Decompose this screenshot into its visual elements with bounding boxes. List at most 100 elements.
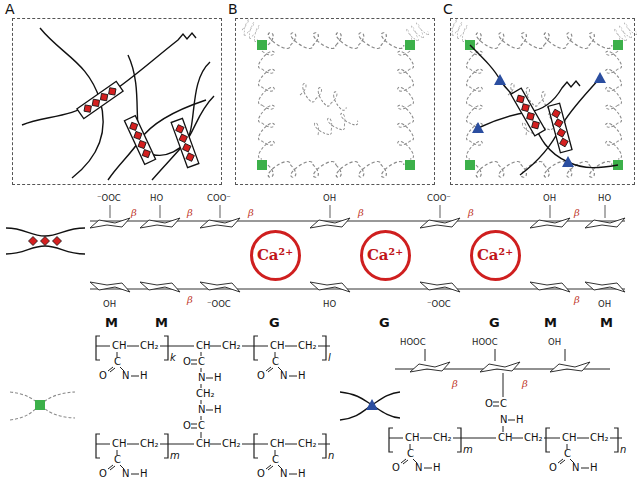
atom-label: CH bbox=[270, 340, 285, 352]
atom-label: O bbox=[99, 468, 107, 480]
beta-linkage: β bbox=[522, 378, 528, 390]
repeat-index: n bbox=[620, 444, 626, 456]
beta-linkage: β bbox=[452, 378, 458, 390]
beta-linkage: β bbox=[187, 294, 193, 306]
panel-letter: C bbox=[443, 1, 453, 17]
atom-label: C bbox=[272, 356, 279, 368]
repeat-index: k bbox=[170, 352, 176, 364]
calcium-ion: Ca²⁺ bbox=[360, 230, 411, 281]
atom-label: C bbox=[407, 448, 414, 460]
ion-label: Ca²⁺ bbox=[477, 246, 513, 264]
ion-label: Ca²⁺ bbox=[257, 246, 293, 264]
alginate-chain bbox=[90, 205, 625, 292]
repeat-index: l bbox=[328, 352, 331, 364]
atom-label: N bbox=[415, 462, 422, 474]
panel-letter: A bbox=[5, 1, 15, 17]
group-label: OH bbox=[543, 192, 556, 204]
beta-linkage: β bbox=[468, 207, 474, 219]
group-label: HOOC bbox=[400, 336, 426, 348]
block-label: M bbox=[600, 316, 613, 330]
atom-label: CH bbox=[562, 432, 577, 444]
crosslink-symbol bbox=[10, 392, 75, 420]
atom-label: CH bbox=[196, 340, 211, 352]
block-label: M bbox=[105, 316, 118, 330]
atom-label: C bbox=[114, 454, 121, 466]
atom-label: H bbox=[298, 370, 306, 382]
beta-linkage: β bbox=[187, 207, 193, 219]
hybrid-network bbox=[448, 19, 637, 177]
atom-label: H bbox=[140, 468, 148, 480]
beta-linkage: β bbox=[574, 294, 580, 306]
atom-label: CH₂ bbox=[140, 438, 159, 450]
block-label: G bbox=[489, 316, 500, 330]
atom-label: CH bbox=[196, 438, 211, 450]
polyacrylamide-bonds bbox=[96, 336, 330, 474]
atom-label: CH₂ bbox=[298, 340, 317, 352]
group-label: HOOC bbox=[472, 336, 498, 348]
atom-label: CH₂ bbox=[222, 438, 241, 450]
atom-label: CH bbox=[498, 432, 513, 444]
group-label: COO⁻ bbox=[427, 192, 451, 204]
atom-label: N bbox=[280, 468, 287, 480]
group-label: ⁻OOC bbox=[427, 298, 451, 310]
atom-label: H bbox=[590, 462, 598, 474]
atom-label: CH₂ bbox=[196, 388, 215, 400]
atom-label: CH₂ bbox=[298, 438, 317, 450]
beta-linkage: β bbox=[131, 207, 137, 219]
atom-label: C bbox=[198, 420, 205, 432]
repeat-index: m bbox=[170, 450, 180, 462]
group-label: OH bbox=[598, 298, 611, 310]
grafted-structure bbox=[389, 349, 622, 468]
network-panel: C bbox=[450, 18, 635, 185]
block-label: G bbox=[269, 316, 280, 330]
calcium-ion: Ca²⁺ bbox=[250, 230, 301, 281]
atom-label: H bbox=[516, 414, 524, 426]
atom-label: N bbox=[198, 372, 205, 384]
network-panel: B bbox=[235, 18, 435, 185]
group-label: OH bbox=[103, 298, 116, 310]
egg-box-symbol bbox=[6, 228, 85, 254]
network-panel: A bbox=[12, 18, 222, 185]
group-label: HO bbox=[598, 192, 611, 204]
group-label: HO bbox=[150, 192, 163, 204]
group-label: OH bbox=[323, 192, 336, 204]
atom-label: N bbox=[500, 414, 507, 426]
block-label: M bbox=[155, 316, 168, 330]
atom-label: O bbox=[257, 468, 265, 480]
atom-label: CH₂ bbox=[590, 432, 609, 444]
atom-label: H bbox=[214, 372, 222, 384]
group-label: HO bbox=[323, 298, 336, 310]
repeat-index: m bbox=[463, 444, 473, 456]
atom-label: N bbox=[122, 468, 129, 480]
ion-label: Ca²⁺ bbox=[367, 246, 403, 264]
atom-label: CH₂ bbox=[524, 432, 543, 444]
atom-label: N bbox=[122, 370, 129, 382]
group-label: COO⁻ bbox=[207, 192, 231, 204]
group-label: OH bbox=[548, 336, 561, 348]
atom-label: C bbox=[564, 448, 571, 460]
atom-label: CH bbox=[405, 432, 420, 444]
atom-label: H bbox=[298, 468, 306, 480]
atom-label: CH₂ bbox=[433, 432, 452, 444]
panel-letter: B bbox=[228, 1, 238, 17]
covalent-network bbox=[240, 19, 429, 177]
block-label: G bbox=[379, 316, 390, 330]
calcium-ion: Ca²⁺ bbox=[470, 230, 521, 281]
atom-label: H bbox=[140, 370, 148, 382]
graft-symbol bbox=[340, 392, 400, 420]
atom-label: H bbox=[433, 462, 441, 474]
atom-label: O bbox=[183, 356, 191, 368]
atom-label: O bbox=[257, 370, 265, 382]
atom-label: C bbox=[198, 356, 205, 368]
atom-label: CH bbox=[270, 438, 285, 450]
atom-label: O bbox=[549, 462, 557, 474]
atom-label: O bbox=[99, 370, 107, 382]
atom-label: O bbox=[183, 420, 191, 432]
atom-label: O bbox=[392, 462, 400, 474]
atom-label: C bbox=[272, 454, 279, 466]
atom-label: CH bbox=[112, 438, 127, 450]
egg-box-junction bbox=[77, 81, 199, 167]
atom-label: H bbox=[214, 404, 222, 416]
atom-label: O bbox=[485, 398, 493, 410]
